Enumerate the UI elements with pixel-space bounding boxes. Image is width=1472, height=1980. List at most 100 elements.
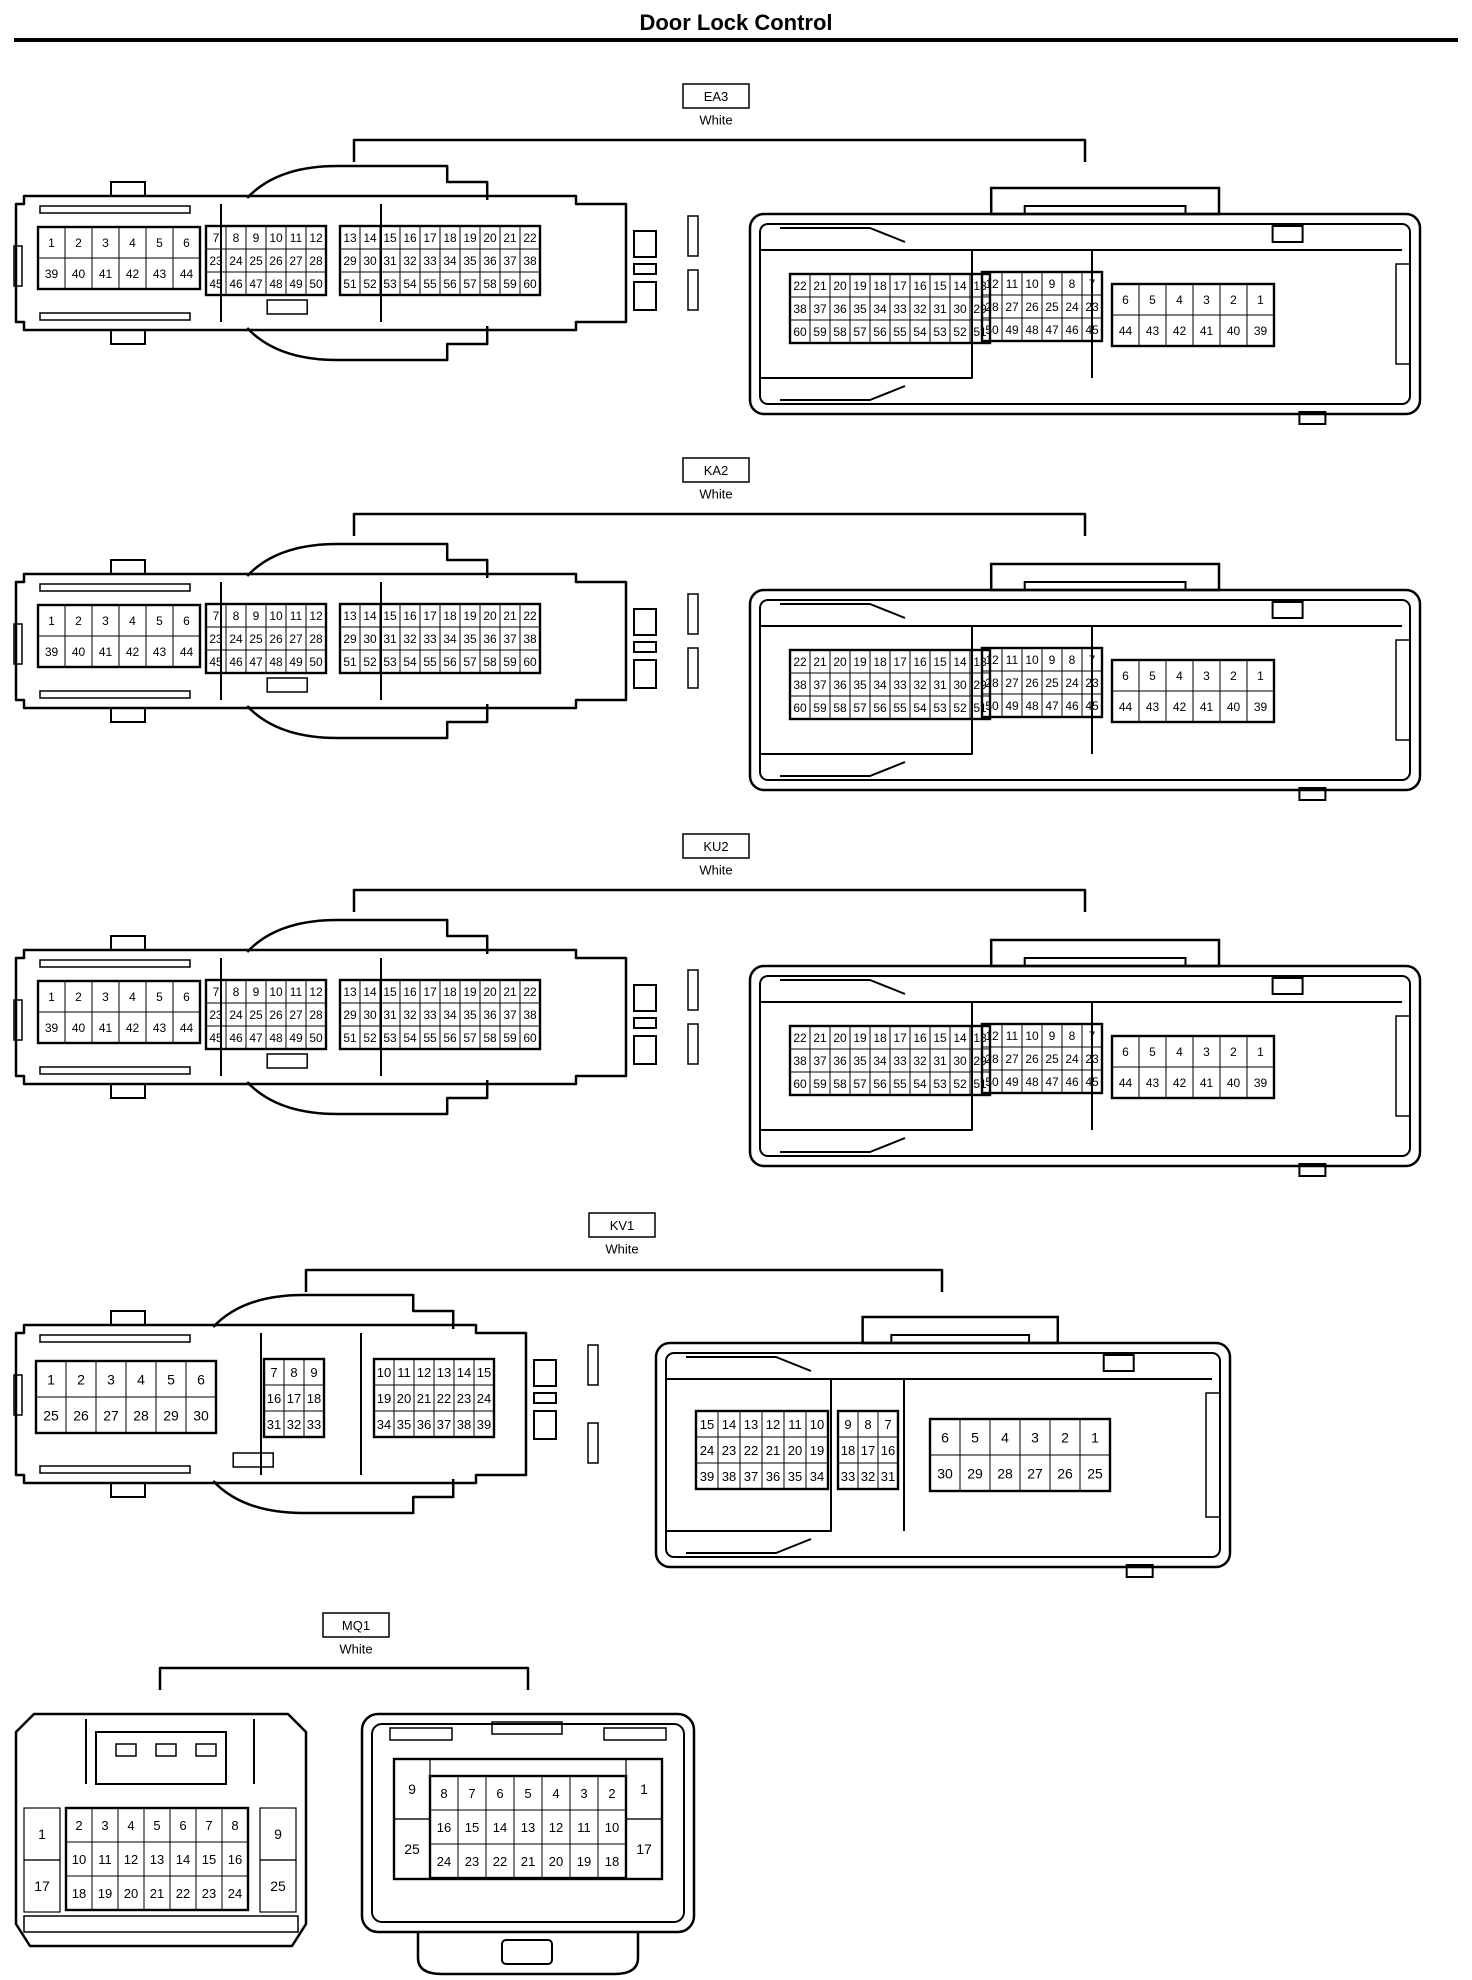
pin-label: 18: [873, 279, 887, 293]
pin-label: 35: [853, 678, 867, 692]
latch-housing: [246, 164, 489, 200]
pin-label: 14: [722, 1417, 736, 1432]
pin-label: 21: [503, 231, 517, 245]
pin-label: 52: [953, 1077, 967, 1091]
pin-label: 9: [274, 1826, 282, 1842]
pin-label: 34: [810, 1469, 824, 1484]
latch-housing: [212, 1479, 455, 1515]
pin-label: 24: [437, 1854, 451, 1869]
pin-label: 3: [107, 1372, 115, 1388]
pin-label: 22: [744, 1443, 758, 1458]
side-notch: [687, 269, 699, 311]
pin-label: 26: [1057, 1466, 1073, 1482]
pin-label: 58: [833, 325, 847, 339]
pin-label: 30: [953, 302, 967, 316]
pin-label: 5: [1149, 669, 1156, 683]
pin-label: 7: [1089, 277, 1096, 291]
pin-label: 4: [1176, 1045, 1183, 1059]
connector-bracket: [352, 512, 1087, 536]
pin-label: 25: [1045, 1052, 1059, 1066]
pin-label: 1: [48, 236, 55, 250]
pin-label: 34: [377, 1417, 391, 1432]
pin-label: 17: [636, 1841, 652, 1857]
pin-label: 4: [1001, 1430, 1009, 1446]
pin-label: 18: [605, 1854, 619, 1869]
side-notch: [687, 969, 699, 1011]
pin-label: 24: [229, 254, 243, 268]
pin-label: 45: [1085, 1075, 1099, 1089]
side-notch: [587, 1344, 599, 1386]
device-ramp: [780, 385, 906, 401]
pin-label: 51: [973, 325, 987, 339]
pin-label: 20: [483, 231, 497, 245]
mq-latch-window: [195, 1743, 217, 1757]
latch-housing: [246, 542, 489, 578]
pin-label: 7: [213, 231, 220, 245]
pin-label: 17: [893, 279, 907, 293]
pin-label: 7: [213, 985, 220, 999]
pin-label: 36: [483, 632, 497, 646]
latch-housing: [246, 918, 489, 954]
connector-bracket: [352, 138, 1087, 162]
pin-label: 4: [127, 1818, 134, 1833]
pin-label: 11: [1006, 277, 1019, 291]
pin-label: 15: [383, 231, 397, 245]
pin-label: 27: [1027, 1466, 1043, 1482]
pin-label: 42: [126, 267, 140, 281]
pin-label: 22: [523, 609, 537, 623]
pin-label: 41: [1200, 1076, 1214, 1090]
pin-label: 35: [853, 1054, 867, 1068]
pin-label: 22: [523, 231, 537, 245]
pin-label: 39: [1254, 1076, 1268, 1090]
pin-label: 25: [1045, 676, 1059, 690]
pin-label: 33: [841, 1469, 855, 1484]
pin-label: 12: [985, 653, 999, 667]
connector-color: White: [699, 487, 732, 502]
pin-label: 14: [363, 609, 377, 623]
pin-label: 28: [309, 632, 323, 646]
pin-label: 2: [1061, 1430, 1069, 1446]
side-notch: [13, 245, 23, 287]
pin-label: 41: [1200, 700, 1214, 714]
pin-label: 11: [788, 1417, 802, 1432]
pin-label: 37: [503, 254, 517, 268]
locator-slot: [232, 1452, 274, 1468]
pin-label: 38: [523, 632, 537, 646]
pin-label: 32: [403, 254, 417, 268]
pin-label: 33: [423, 632, 437, 646]
pin-label: 7: [468, 1786, 475, 1801]
pin-label: 13: [343, 985, 357, 999]
pin-label: 34: [873, 678, 887, 692]
pin-label: 53: [933, 1077, 947, 1091]
locator-slot: [266, 677, 308, 693]
pin-label: 58: [833, 1077, 847, 1091]
connector-bracket: [158, 1666, 530, 1690]
pin-label: 50: [309, 655, 323, 669]
pin-label: 26: [269, 632, 283, 646]
pin-cell: [473, 1410, 495, 1438]
page-title: Door Lock Control: [639, 10, 833, 35]
pin-label: 37: [744, 1469, 758, 1484]
pin-label: 10: [1025, 653, 1039, 667]
pin-label: 21: [417, 1391, 431, 1406]
pin-label: 38: [793, 1054, 807, 1068]
pin-label: 9: [253, 231, 260, 245]
pin-label: 22: [793, 655, 807, 669]
pin-label: 50: [985, 699, 999, 713]
pin-label: 1: [640, 1781, 648, 1797]
pin-cell: [305, 649, 327, 674]
pin-label: 14: [176, 1852, 190, 1867]
pin-label: 35: [397, 1417, 411, 1432]
pin-label: 4: [1176, 293, 1183, 307]
pin-label: 7: [1089, 653, 1096, 667]
pin-label: 44: [180, 645, 194, 659]
pin-label: 23: [465, 1854, 479, 1869]
pin-label: 17: [861, 1443, 875, 1458]
pin-label: 3: [101, 1818, 108, 1833]
pin-label: 28: [985, 300, 999, 314]
guide-tab: [110, 707, 146, 723]
pin-label: 57: [463, 655, 477, 669]
